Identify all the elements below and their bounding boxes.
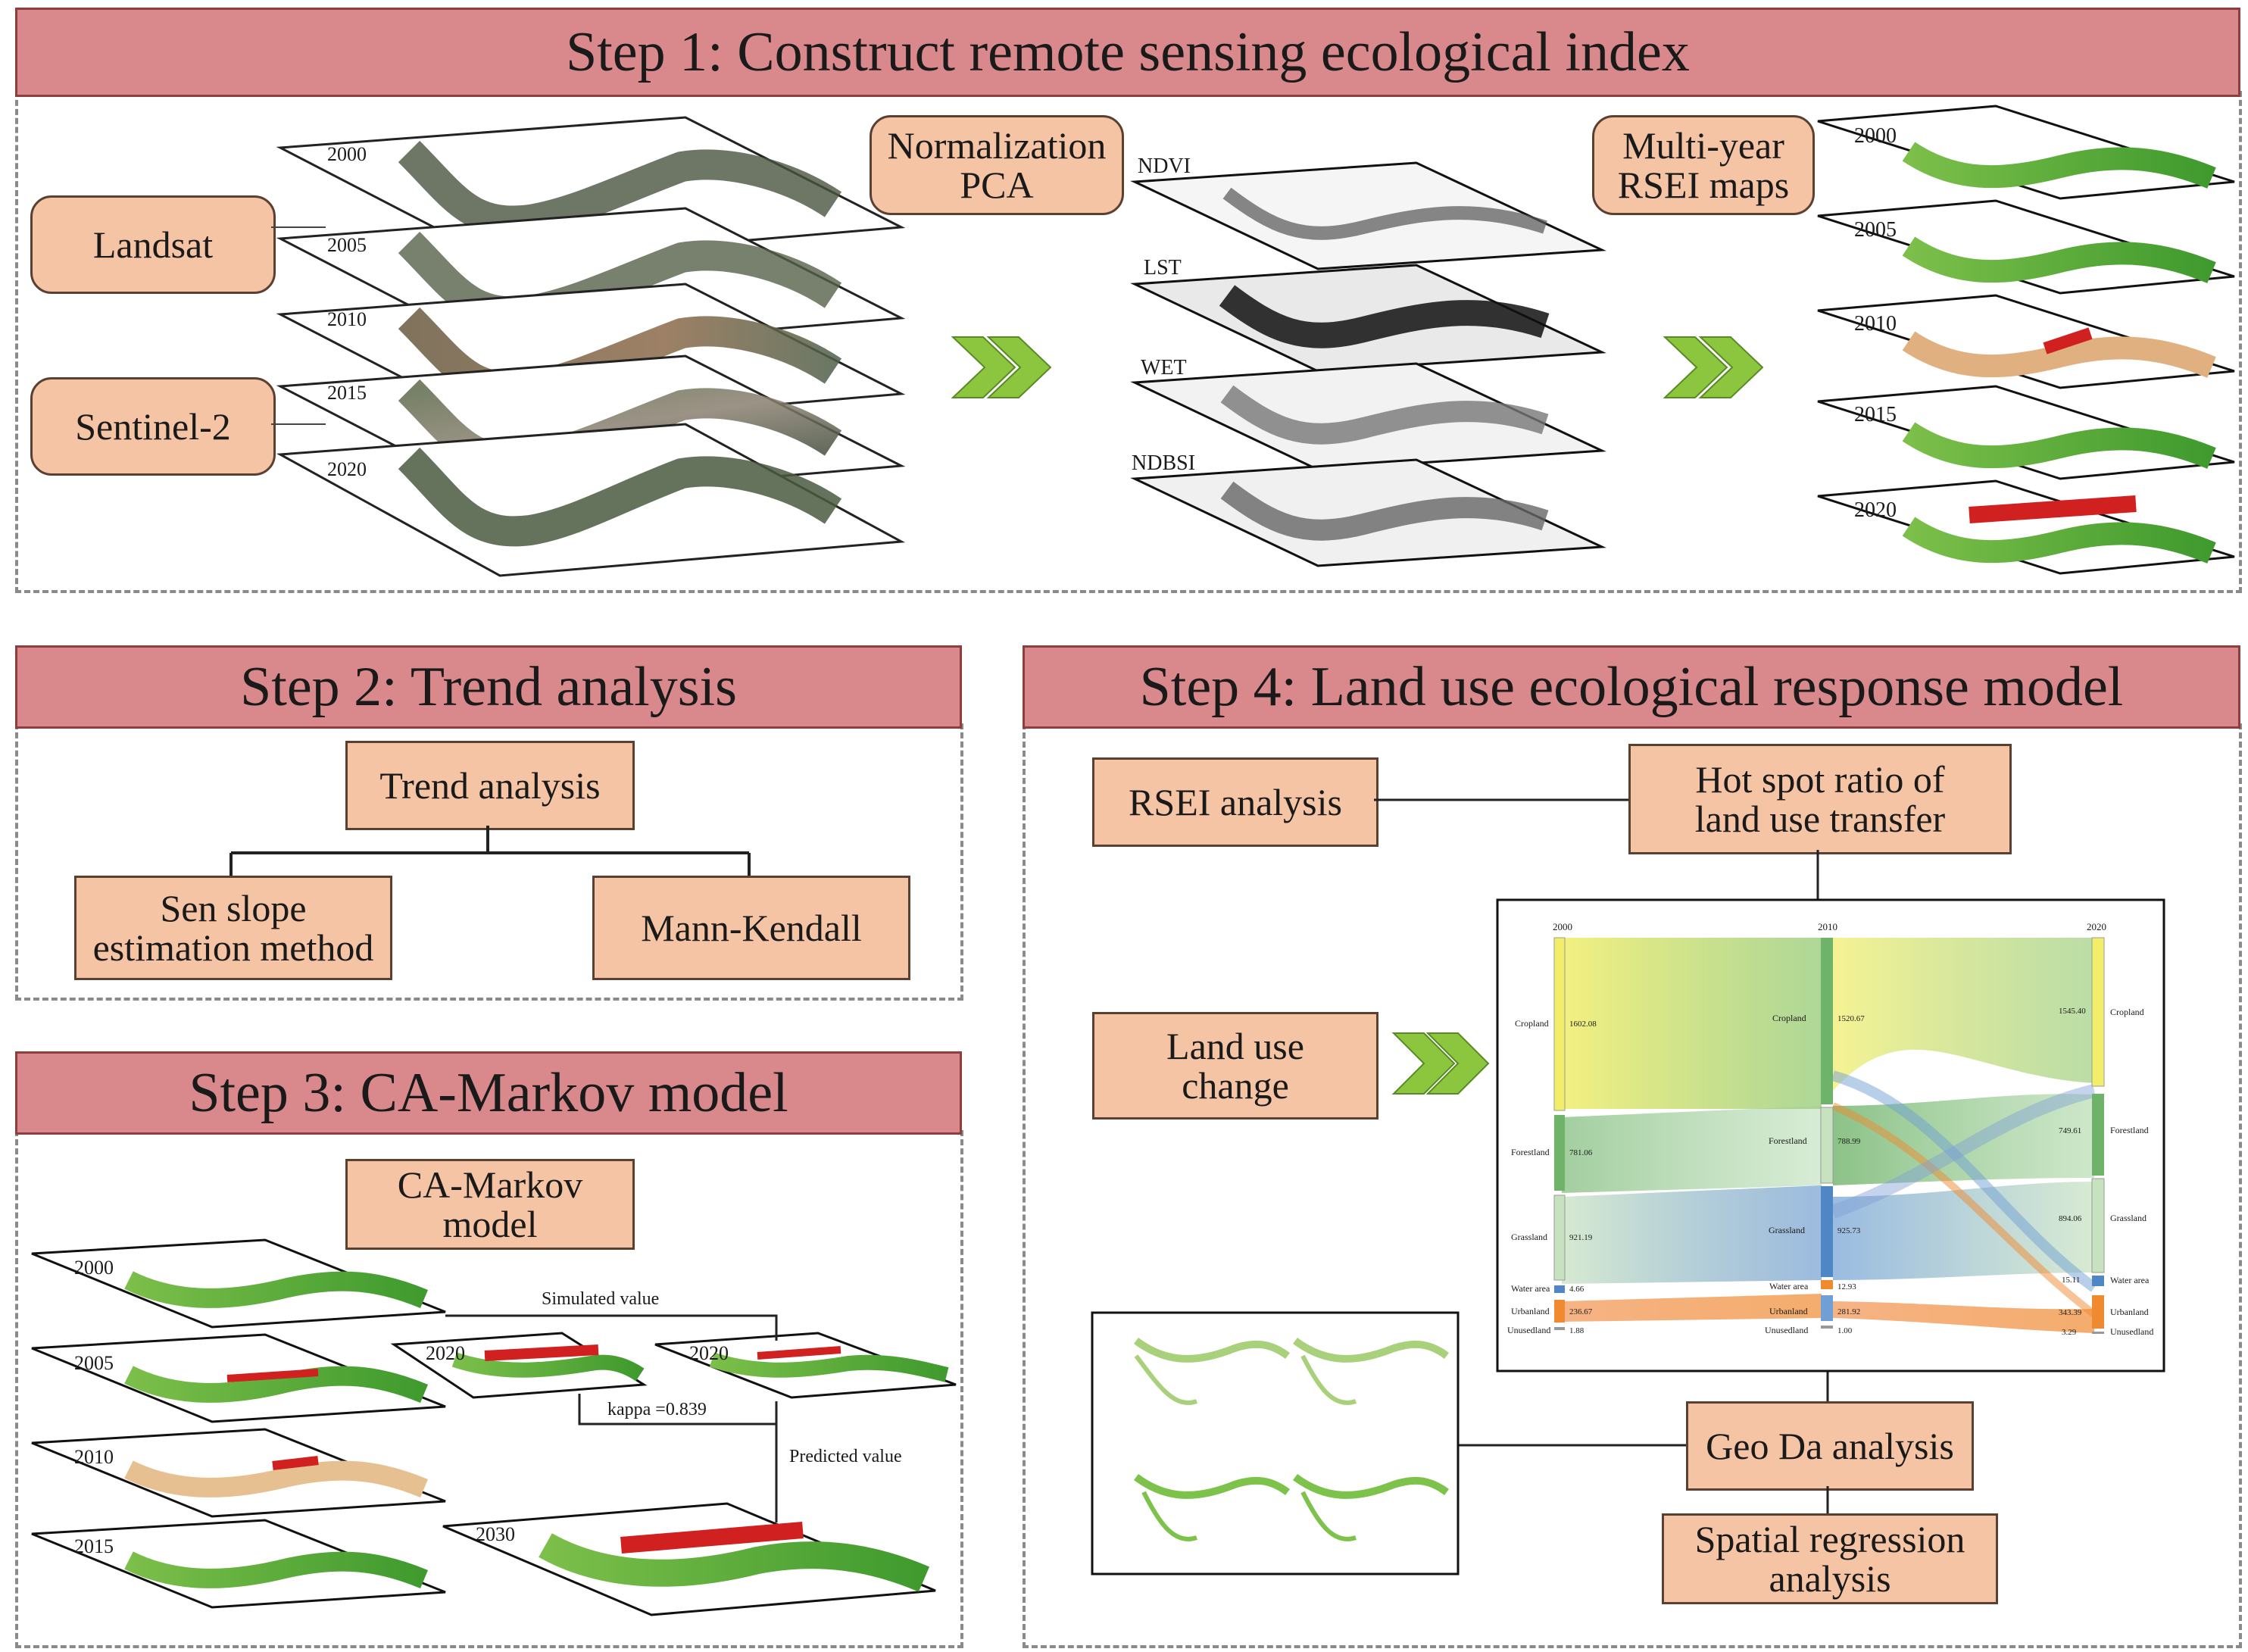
sankey-value-2010-urban: 281.92 bbox=[1837, 1307, 1860, 1316]
rsei-year-2015: 2015 bbox=[1854, 403, 1897, 426]
sentinel-box: Sentinel-2 bbox=[30, 377, 276, 476]
step3-title: Step 3: CA-Markov model bbox=[15, 1051, 962, 1135]
sankey-label-urban-left: Urbanland bbox=[1511, 1306, 1550, 1316]
sankey-labels: 2000 2010 2020 Cropland Forestland Grass… bbox=[1507, 921, 2153, 1337]
normalization-pca-box: Normalization PCA bbox=[870, 115, 1124, 215]
step4-title: Step 4: Land use ecological response mod… bbox=[1023, 645, 2240, 729]
lst-label: LST bbox=[1144, 256, 1182, 279]
sankey-label-forestland-mid: Forestland bbox=[1769, 1135, 1807, 1146]
multi-year-rsei-box: Multi-year RSEI maps bbox=[1592, 115, 1815, 215]
sankey-value-2010-water: 12.93 bbox=[1837, 1282, 1856, 1291]
geoda-analysis-box: Geo Da analysis bbox=[1686, 1401, 1974, 1491]
sen-slope-box: Sen slope estimation method bbox=[74, 876, 392, 980]
rsei-year-2000: 2000 bbox=[1854, 124, 1897, 148]
sankey-value-2020-forestland: 749.61 bbox=[2059, 1126, 2081, 1135]
sankey-value-2010-forestland: 788.99 bbox=[1837, 1137, 1861, 1146]
sat-river-2020 bbox=[398, 447, 842, 547]
sankey-label-urban-mid: Urbanland bbox=[1769, 1306, 1808, 1316]
mann-kendall-box: Mann-Kendall bbox=[592, 876, 910, 980]
sat-year-2020: 2020 bbox=[327, 458, 367, 480]
step1-title: Step 1: Construct remote sensing ecologi… bbox=[15, 8, 2240, 97]
satellite-image-stack: 2000 2005 2010 2015 2020 bbox=[276, 116, 906, 577]
sankey-value-2020-urban: 343.39 bbox=[2059, 1308, 2082, 1317]
hotspot-ratio-box: Hot spot ratio of land use transfer bbox=[1628, 744, 2012, 854]
sat-river-2000 bbox=[398, 140, 842, 236]
ndvi-label: NDVI bbox=[1138, 155, 1191, 178]
sankey-label-forestland-right: Forestland bbox=[2110, 1125, 2149, 1135]
geoda-maps-panel bbox=[1091, 1311, 1460, 1575]
sankey-value-2000-unused: 1.88 bbox=[1569, 1326, 1585, 1335]
sankey-label-cropland-left: Cropland bbox=[1515, 1018, 1549, 1029]
sat-year-2015: 2015 bbox=[327, 382, 367, 404]
ndvi-layer bbox=[1130, 161, 1606, 270]
sankey-value-2000-cropland: 1602.08 bbox=[1569, 1020, 1597, 1029]
ca-markov-box: CA-Markov model bbox=[345, 1159, 635, 1250]
sankey-value-2020-unused: 3.29 bbox=[2062, 1328, 2077, 1337]
sat-year-2010: 2010 bbox=[327, 308, 367, 330]
sankey-value-2020-grassland: 894.06 bbox=[2059, 1214, 2082, 1223]
rsei-year-2020: 2020 bbox=[1854, 498, 1897, 522]
landsat-box: Landsat bbox=[30, 195, 276, 294]
sankey-value-2020-cropland: 1545.40 bbox=[2059, 1007, 2086, 1016]
ca-markov-connectors bbox=[445, 1314, 778, 1522]
sankey-flows bbox=[1562, 938, 2098, 1333]
sankey-value-2020-water: 15.11 bbox=[2062, 1276, 2080, 1285]
sat-year-2000: 2000 bbox=[327, 143, 367, 165]
step2-title: Step 2: Trend analysis bbox=[15, 645, 962, 729]
sankey-year-2000: 2000 bbox=[1553, 921, 1572, 932]
rsei-year-2010: 2010 bbox=[1854, 312, 1897, 336]
sankey-value-2010-grassland: 925.73 bbox=[1837, 1226, 1861, 1235]
ca-predicted-year: 2030 bbox=[476, 1523, 515, 1545]
ca-simulated-year: 2020 bbox=[426, 1342, 465, 1364]
ndbsi-label: NDBSI bbox=[1132, 451, 1195, 475]
wet-label: WET bbox=[1141, 356, 1187, 379]
chevron-arrow-icon bbox=[951, 336, 1052, 398]
kappa-label: kappa =0.839 bbox=[607, 1400, 707, 1419]
land-use-change-box: Land use change bbox=[1092, 1012, 1378, 1120]
sankey-label-grassland-mid: Grassland bbox=[1769, 1225, 1805, 1235]
sankey-label-grassland-left: Grassland bbox=[1511, 1232, 1547, 1242]
sankey-value-2010-unused: 1.00 bbox=[1837, 1326, 1853, 1335]
sankey-label-cropland-right: Cropland bbox=[2110, 1007, 2144, 1017]
rsei-map-stack: 2000 2005 2010 2015 2020 bbox=[1817, 105, 2235, 575]
sankey-label-grassland-right: Grassland bbox=[2110, 1213, 2147, 1223]
sankey-value-2000-forestland: 781.06 bbox=[1569, 1148, 1593, 1157]
sankey-nodes bbox=[1553, 937, 2105, 1334]
sankey-label-urban-right: Urbanland bbox=[2110, 1307, 2149, 1317]
rsei-year-2005: 2005 bbox=[1854, 218, 1897, 242]
sankey-year-2010: 2010 bbox=[1818, 921, 1837, 932]
chevron-arrow-icon bbox=[1663, 336, 1764, 398]
sankey-label-water-mid: Water area bbox=[1769, 1281, 1809, 1291]
ca-markov-maps: 2000 2005 2010 2015 2020 2020 2030 bbox=[31, 1238, 957, 1616]
ca-year-2010: 2010 bbox=[74, 1446, 114, 1468]
sankey-label-water-left: Water area bbox=[1511, 1283, 1550, 1294]
spatial-regression-box: Spatial regression analysis bbox=[1662, 1513, 1998, 1604]
ca-year-2005: 2005 bbox=[74, 1352, 114, 1374]
ca-year-2015: 2015 bbox=[74, 1535, 114, 1557]
predicted-value-label: Predicted value bbox=[789, 1447, 902, 1466]
sankey-value-2000-water: 4.66 bbox=[1569, 1285, 1585, 1294]
simulated-value-label: Simulated value bbox=[542, 1289, 659, 1309]
sankey-label-unused-left: Unusedland bbox=[1507, 1325, 1550, 1335]
chevron-arrow-icon bbox=[1391, 1032, 1490, 1095]
trend-tree-connectors bbox=[229, 826, 751, 876]
sankey-year-2020: 2020 bbox=[2087, 921, 2106, 932]
sankey-label-unused-right: Unusedland bbox=[2110, 1326, 2153, 1337]
rsei-analysis-box: RSEI analysis bbox=[1092, 757, 1378, 847]
index-layers: NDVI LST WET NDBSI bbox=[1130, 155, 1606, 567]
ca-year-2000: 2000 bbox=[74, 1257, 114, 1279]
sankey-value-2010-cropland: 1520.67 bbox=[1837, 1014, 1865, 1023]
trend-analysis-box: Trend analysis bbox=[345, 741, 635, 830]
sankey-label-forestland-left: Forestland bbox=[1511, 1147, 1550, 1157]
sankey-value-2000-urban: 236.67 bbox=[1569, 1307, 1593, 1316]
geoda-maps bbox=[1134, 1337, 1449, 1541]
step4-connectors bbox=[1374, 798, 1829, 1513]
sankey-label-unused-mid: Unusedland bbox=[1765, 1325, 1808, 1335]
sankey-value-2000-grassland: 921.19 bbox=[1569, 1233, 1593, 1242]
sankey-label-water-right: Water area bbox=[2110, 1275, 2150, 1285]
ca-actual-year: 2020 bbox=[689, 1342, 729, 1364]
sat-year-2005: 2005 bbox=[327, 234, 367, 256]
sankey-label-cropland-mid: Cropland bbox=[1772, 1013, 1806, 1023]
